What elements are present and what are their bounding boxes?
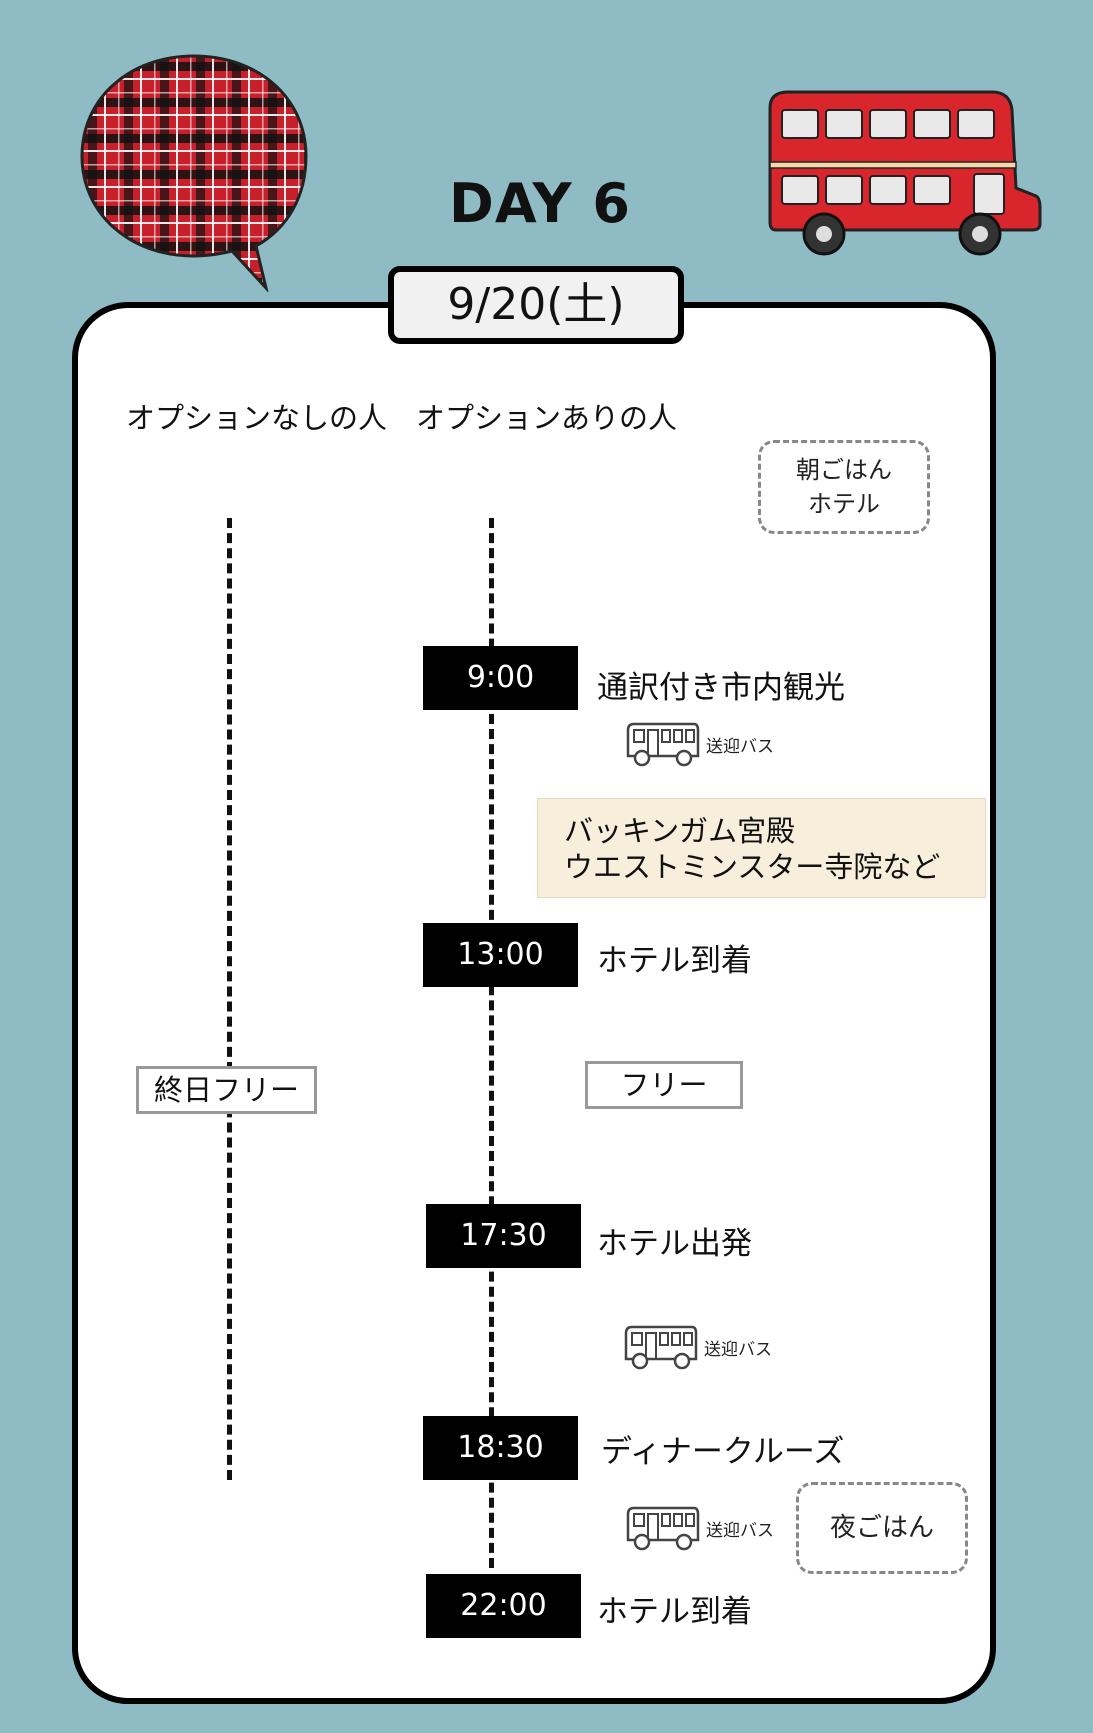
breakfast-note-line2: ホテル — [808, 490, 880, 518]
breakfast-note-line1: 朝ごはん — [796, 456, 892, 484]
time-badge: 13:00 — [423, 923, 578, 987]
timeline-no-option — [227, 518, 232, 1480]
shuttle-bus-item: 送迎バス — [624, 720, 774, 768]
date-badge: 9/20(土) — [388, 266, 684, 344]
all-day-free-box: 終日フリー — [136, 1066, 317, 1114]
tartan-speech-bubble-icon — [80, 54, 308, 292]
dinner-note: 夜ごはん — [796, 1482, 968, 1574]
event-label: ディナークルーズ — [601, 1434, 845, 1470]
event-label: ホテル到着 — [597, 1594, 752, 1630]
event-label: ホテル出発 — [597, 1226, 752, 1262]
shuttle-bus-label: 送迎バス — [706, 736, 774, 757]
day-title: DAY 6 — [449, 172, 631, 235]
double-decker-bus-icon — [768, 90, 1042, 256]
time-badge: 17:30 — [426, 1204, 581, 1268]
shuttle-bus-label: 送迎バス — [706, 1520, 774, 1541]
time-badge: 22:00 — [426, 1574, 581, 1638]
sights-line1: バッキンガム宮殿 — [564, 814, 796, 848]
time-badge: 18:30 — [423, 1416, 578, 1480]
shuttle-bus-item: 送迎バス — [622, 1323, 772, 1371]
shuttle-bus-icon — [626, 1506, 700, 1551]
free-box: フリー — [585, 1061, 743, 1109]
shuttle-bus-item: 送迎バス — [624, 1504, 774, 1552]
column-header-with-option: オプションありの人 — [416, 401, 678, 435]
event-label: ホテル到着 — [597, 943, 752, 979]
sights-line2: ウエストミンスター寺院など — [564, 850, 941, 884]
sights-box: バッキンガム宮殿 ウエストミンスター寺院など — [537, 798, 986, 898]
column-header-no-option: オプションなしの人 — [126, 401, 388, 435]
event-label: 通訳付き市内観光 — [597, 670, 845, 706]
time-badge: 9:00 — [423, 646, 578, 710]
breakfast-note: 朝ごはん ホテル — [758, 440, 930, 534]
shuttle-bus-icon — [624, 1325, 698, 1370]
timeline-with-option — [489, 518, 494, 1568]
shuttle-bus-icon — [626, 722, 700, 767]
shuttle-bus-label: 送迎バス — [704, 1339, 772, 1360]
